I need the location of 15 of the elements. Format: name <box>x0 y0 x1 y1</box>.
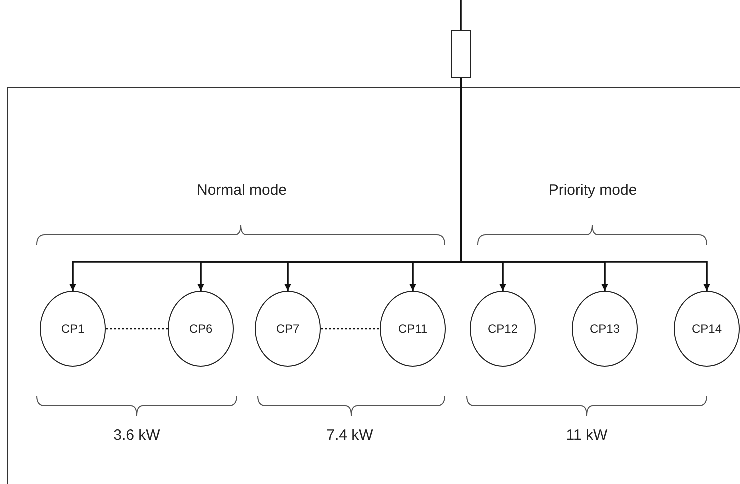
power-label: 7.4 kW <box>326 427 374 444</box>
fuse-symbol <box>451 30 471 78</box>
charge-point-circle: CP1 <box>40 291 106 367</box>
dotted-line <box>321 328 380 330</box>
charge-point-circle: CP11 <box>380 291 446 367</box>
charge-point-circle: CP13 <box>572 291 638 367</box>
power-label: 3.6 kW <box>114 427 160 444</box>
mode-label: Normal mode <box>196 182 288 199</box>
charge-point-circle: CP12 <box>470 291 536 367</box>
mode-label: Priority mode <box>548 182 638 199</box>
charge-point-circle: CP14 <box>674 291 740 367</box>
charge-point-circle: CP6 <box>168 291 234 367</box>
dotted-line <box>106 328 168 330</box>
charge-point-circle: CP7 <box>255 291 321 367</box>
power-label: 11 kW <box>566 427 608 444</box>
